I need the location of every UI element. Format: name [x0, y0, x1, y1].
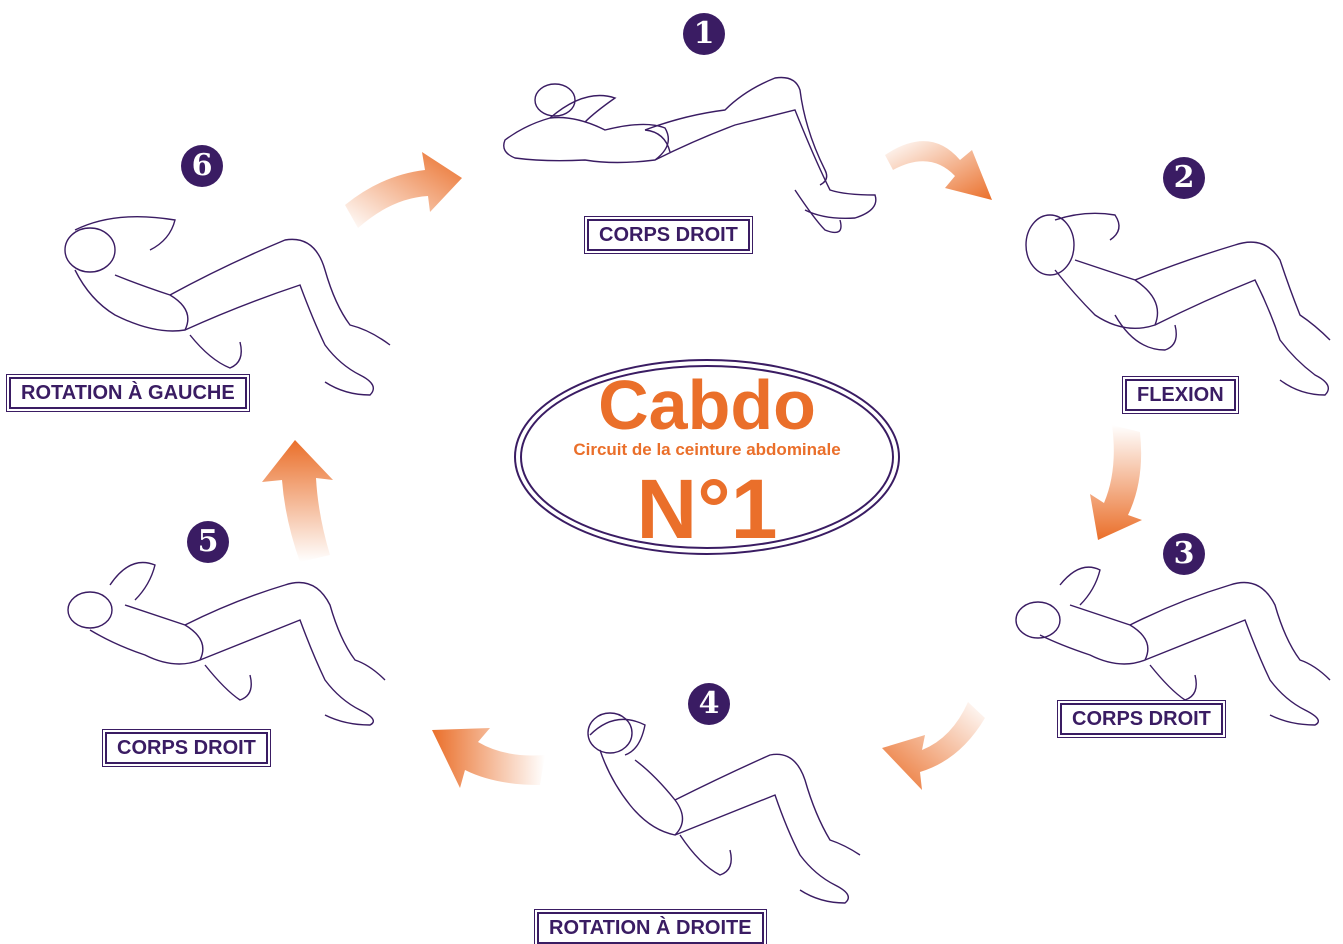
- step-3-figure: [1000, 545, 1340, 725]
- step-6-number-badge: 6: [181, 145, 223, 187]
- arrow-1-to-2: [885, 141, 992, 200]
- arrow-4-to-5: [432, 728, 545, 788]
- step-5-label: CORPS DROIT: [105, 732, 268, 764]
- arrow-5-to-6: [262, 440, 333, 562]
- step-1-label: CORPS DROIT: [587, 219, 750, 251]
- title-subtitle: Circuit de la ceinture abdominale: [512, 439, 902, 461]
- step-4-label: ROTATION À DROITE: [537, 912, 764, 944]
- step-1-figure: [495, 70, 885, 240]
- person-lying-figure: [1000, 545, 1340, 725]
- person-crunch-figure: [1015, 200, 1340, 400]
- title-number: N°1: [512, 463, 902, 555]
- step-2-figure: [1015, 200, 1340, 400]
- person-lying-figure: [60, 545, 395, 725]
- step-4-figure: [575, 705, 885, 905]
- person-lying-figure: [495, 70, 885, 240]
- step-2-number-badge: 2: [1163, 157, 1205, 199]
- person-twist-figure: [575, 705, 885, 905]
- step-3-label: CORPS DROIT: [1060, 703, 1223, 735]
- arrow-3-to-4: [882, 702, 985, 790]
- arrow-2-to-3: [1090, 425, 1142, 540]
- title-name: Cabdo: [512, 365, 902, 445]
- circuit-title-emblem: Cabdo Circuit de la ceinture abdominale …: [512, 357, 902, 557]
- step-1-number-badge: 1: [683, 13, 725, 55]
- step-6-figure: [55, 210, 405, 395]
- step-2-label: FLEXION: [1125, 379, 1236, 411]
- step-6-label: ROTATION À GAUCHE: [9, 377, 247, 409]
- step-5-figure: [60, 545, 395, 725]
- person-twist-figure: [55, 210, 405, 395]
